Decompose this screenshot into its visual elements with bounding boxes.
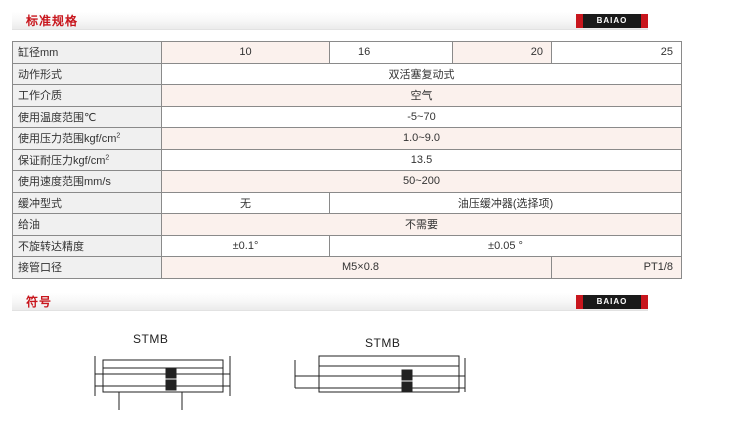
diagram-caption-left: STMB bbox=[133, 332, 169, 346]
table-row: 保证耐压力kgf/cm2 13.5 bbox=[12, 148, 682, 171]
table-row: 缸径mm 10 16 20 25 bbox=[12, 41, 682, 64]
spec-table: 缸径mm 10 16 20 25 动作形式 双活塞复动式 工作介质 空气 使用温… bbox=[12, 41, 682, 279]
bore-25: 25 bbox=[551, 41, 682, 64]
row-label-lube: 给油 bbox=[12, 213, 162, 236]
symbol-diagram-left: STMB bbox=[90, 330, 240, 416]
row-label-proof: 保证耐压力kgf/cm2 bbox=[12, 148, 162, 171]
row-label-cushion: 缓冲型式 bbox=[12, 191, 162, 214]
nonrot-large: ±0.05 ° bbox=[329, 234, 682, 257]
brand-logo-text: BAIAO bbox=[583, 295, 641, 309]
table-row: 不旋转达精度 ±0.1° ±0.05 ° bbox=[12, 234, 682, 257]
spec-section-header: 标准规格 BAIAO bbox=[12, 12, 648, 30]
port-pt: PT1/8 bbox=[551, 256, 682, 279]
row-label-medium: 工作介质 bbox=[12, 84, 162, 107]
bore-20: 20 bbox=[452, 41, 552, 64]
table-row: 使用温度范围℃ -5~70 bbox=[12, 105, 682, 128]
cylinder-symbol-left bbox=[94, 356, 231, 410]
cylinder-symbol-right bbox=[294, 355, 466, 393]
row-label-pressure: 使用压力范围kgf/cm2 bbox=[12, 127, 162, 150]
table-row: 动作形式 双活塞复动式 bbox=[12, 62, 682, 85]
nonrot-small: ±0.1° bbox=[161, 234, 330, 257]
row-label-speed: 使用速度范围mm/s bbox=[12, 170, 162, 193]
temp-value: -5~70 bbox=[161, 105, 682, 128]
speed-value: 50~200 bbox=[161, 170, 682, 193]
diagram-caption-right: STMB bbox=[365, 336, 401, 350]
brand-logo: BAIAO bbox=[576, 14, 648, 28]
row-label-port: 接管口径 bbox=[12, 256, 162, 279]
table-row: 给油 不需要 bbox=[12, 213, 682, 236]
row-label-bore: 缸径mm bbox=[12, 41, 162, 64]
spec-section-title: 标准规格 bbox=[26, 14, 79, 28]
cushion-option: 油压缓冲器(选择项) bbox=[329, 191, 682, 214]
table-row: 缓冲型式 无 油压缓冲器(选择项) bbox=[12, 191, 682, 214]
table-row: 工作介质 空气 bbox=[12, 84, 682, 107]
medium-value: 空气 bbox=[161, 84, 682, 107]
symbol-section-title: 符号 bbox=[26, 295, 53, 309]
row-label-temp: 使用温度范围℃ bbox=[12, 105, 162, 128]
brand-logo-text: BAIAO bbox=[583, 14, 641, 28]
symbol-section-header: 符号 BAIAO bbox=[12, 293, 648, 311]
table-row: 使用压力范围kgf/cm2 1.0~9.0 bbox=[12, 127, 682, 150]
action-value: 双活塞复动式 bbox=[161, 62, 682, 85]
lube-value: 不需要 bbox=[161, 213, 682, 236]
row-label-nonrot: 不旋转达精度 bbox=[12, 234, 162, 257]
port-m5: M5×0.8 bbox=[161, 256, 552, 279]
row-label-action: 动作形式 bbox=[12, 62, 162, 85]
proof-value: 13.5 bbox=[161, 148, 682, 171]
cushion-none: 无 bbox=[161, 191, 330, 214]
pressure-value: 1.0~9.0 bbox=[161, 127, 682, 150]
table-row: 使用速度范围mm/s 50~200 bbox=[12, 170, 682, 193]
bore-16: 16 bbox=[329, 41, 453, 64]
symbol-diagram-right: STMB bbox=[285, 330, 475, 416]
brand-logo: BAIAO bbox=[576, 295, 648, 309]
bore-10: 10 bbox=[161, 41, 330, 64]
table-row: 接管口径 M5×0.8 PT1/8 bbox=[12, 256, 682, 279]
